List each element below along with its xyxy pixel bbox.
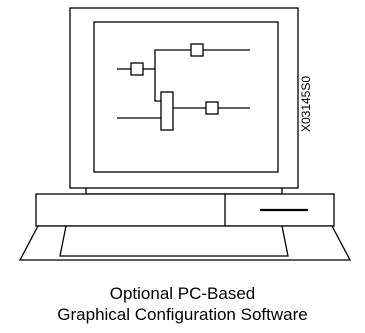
keyboard (18, 225, 352, 261)
block-a (130, 62, 144, 76)
wire-a-to-b (154, 49, 191, 69)
wire-a-to-c (154, 69, 161, 102)
keyboard-inner (59, 225, 289, 257)
caption-line-2: Graphical Configuration Software (57, 305, 308, 324)
monitor-screen (93, 21, 279, 173)
block-b (190, 43, 204, 57)
screen-diagram (117, 43, 250, 131)
monitor-neck (85, 188, 283, 195)
computer-base (18, 193, 352, 261)
figure-code: X03145S0 (299, 75, 313, 133)
block-d (205, 101, 219, 115)
caption-line-1: Optional PC-Based (109, 284, 256, 303)
block-c (160, 91, 174, 131)
monitor (69, 7, 299, 195)
